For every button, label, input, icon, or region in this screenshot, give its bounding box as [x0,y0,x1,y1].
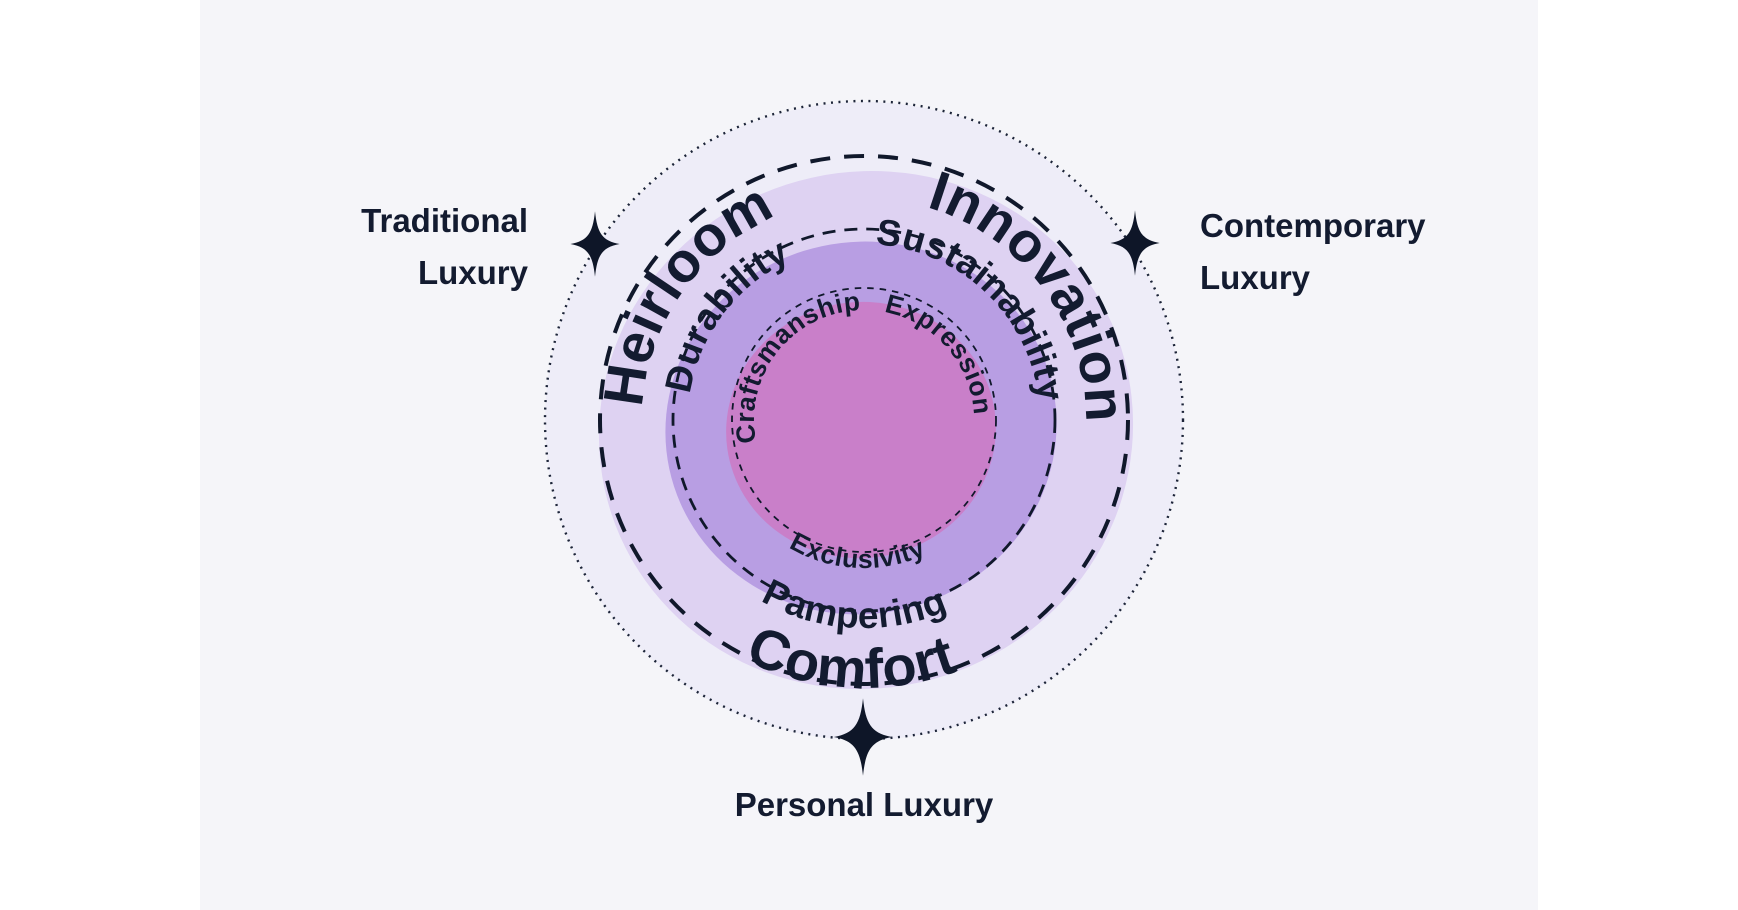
ring3-dashed-circle [731,287,997,553]
outer-label-traditional-luxury-line2: Luxury [418,254,529,291]
ring1-dashed-circle [598,154,1130,686]
outer-label-personal-luxury: Personal Luxury [735,786,994,823]
outer-label-contemporary-luxury-line2: Luxury [1200,259,1311,296]
outer-dotted-circle [543,99,1185,741]
outer-label-traditional-luxury-line1: Traditional [361,202,528,239]
pink-core-fill [726,301,996,559]
ring2-dashed-circle [671,227,1057,613]
outer-label-contemporary-luxury-line1: Contemporary [1200,207,1426,244]
